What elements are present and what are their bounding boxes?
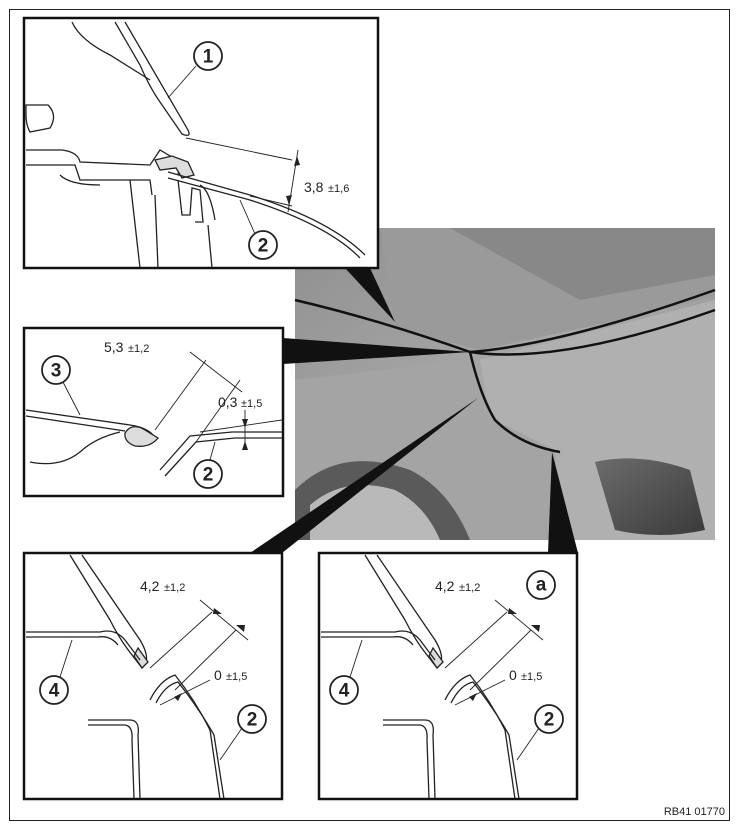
dimension-top-label: 3,8 ±1,6 xyxy=(304,179,349,195)
dimension-bottom-left-gap-label: 4,2 ±1,2 xyxy=(140,578,185,594)
diagram-frame xyxy=(9,9,730,821)
dimension-bottom-left-flush-label: 0 ±1,5 xyxy=(214,667,247,683)
svg-text:±1,5: ±1,5 xyxy=(241,398,262,410)
svg-text:4,2: 4,2 xyxy=(140,578,160,594)
detail-panel-top: 1 2 3,8 ±1,6 xyxy=(22,16,380,270)
callout-2-top: 2 xyxy=(239,199,278,260)
callout-2-left: 2 xyxy=(219,704,267,761)
svg-text:4: 4 xyxy=(49,681,60,702)
svg-text:±1,6: ±1,6 xyxy=(328,183,349,195)
svg-text:5,3: 5,3 xyxy=(104,339,124,355)
svg-text:±1,2: ±1,2 xyxy=(164,582,185,594)
dimension-mid-gap-label: 5,3 ±1,2 xyxy=(104,339,149,355)
vehicle-render xyxy=(294,228,716,540)
callout-2-right: 2 xyxy=(516,704,564,761)
svg-text:4: 4 xyxy=(339,681,350,702)
dimension-bottom-right-flush-label: 0 ±1,5 xyxy=(509,667,542,683)
callout-a: a xyxy=(526,570,556,600)
svg-text:0: 0 xyxy=(509,667,517,683)
svg-text:2: 2 xyxy=(203,465,214,486)
callout-2-middle: 2 xyxy=(193,441,223,489)
svg-text:±1,2: ±1,2 xyxy=(128,343,149,355)
svg-text:0: 0 xyxy=(214,667,222,683)
detail-panel-middle: 3 2 5,3 ±1,2 0,3 ±1,5 xyxy=(22,326,285,498)
svg-text:2: 2 xyxy=(544,710,555,731)
reference-code: RB41 01770 xyxy=(663,806,725,818)
svg-text:±1,2: ±1,2 xyxy=(459,582,480,594)
svg-text:2: 2 xyxy=(247,710,258,731)
svg-text:±1,5: ±1,5 xyxy=(226,671,247,683)
svg-text:3: 3 xyxy=(51,361,62,382)
svg-text:0,3: 0,3 xyxy=(218,394,238,410)
svg-text:4,2: 4,2 xyxy=(435,578,455,594)
svg-text:±1,5: ±1,5 xyxy=(521,671,542,683)
callout-1: 1 xyxy=(167,41,223,99)
detail-panel-bottom-left: 4 2 4,2 ±1,2 0 ±1,5 xyxy=(22,551,284,801)
svg-text:a: a xyxy=(536,575,547,596)
detail-panel-bottom-right: a 4 2 4,2 ±1,2 0 ±1,5 xyxy=(317,551,579,801)
detail-pointers xyxy=(250,268,578,553)
callout-4-right: 4 xyxy=(329,639,363,705)
dimension-mid-flush-label: 0,3 ±1,5 xyxy=(218,394,262,410)
callout-4-left: 4 xyxy=(39,639,73,705)
callout-3: 3 xyxy=(41,355,81,416)
svg-text:3,8: 3,8 xyxy=(304,179,324,195)
svg-text:2: 2 xyxy=(258,236,269,257)
dimension-bottom-right-gap-label: 4,2 ±1,2 xyxy=(435,578,480,594)
svg-text:1: 1 xyxy=(203,47,214,68)
